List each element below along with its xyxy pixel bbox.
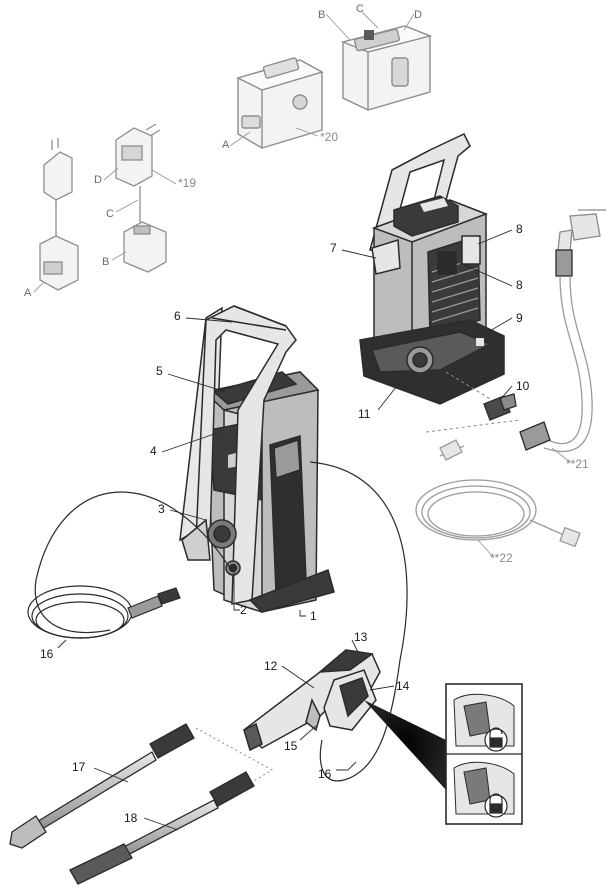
part-label-8-lower: 8 (516, 278, 523, 292)
garden-hose (543, 275, 593, 453)
part-label-9: 9 (516, 311, 523, 325)
connection-dash-1 (425, 419, 521, 433)
part-label-12: 12 (264, 659, 278, 673)
letter-label-c-battery: C (356, 3, 364, 15)
part-label-20: *20 (320, 130, 339, 144)
battery-small (236, 57, 324, 149)
part-label-6: 6 (174, 309, 181, 323)
part-label-22: **22 (490, 551, 513, 565)
padlock-closed-icon (484, 793, 508, 818)
letter-label-b-charger: B (102, 256, 110, 268)
letter-label-a-charger: A (24, 287, 32, 299)
hose-coupling-21 (519, 421, 551, 451)
leader-lines-accessory (33, 11, 571, 559)
part-label-17: 17 (72, 760, 86, 774)
leader-lines (57, 229, 513, 831)
part-label-7: 7 (330, 241, 337, 255)
hose-coil-22 (415, 439, 581, 548)
letter-label-a-battery: A (222, 139, 230, 151)
hose-end-connector (127, 587, 181, 619)
battery-large (340, 25, 433, 111)
part-label-16-left: 16 (40, 647, 54, 661)
part-label-14: 14 (396, 679, 410, 693)
pressure-washer-rear (359, 133, 505, 405)
part-label-8-upper: 8 (516, 222, 523, 236)
letter-label-c-charger: C (106, 208, 114, 220)
part-label-15: 15 (284, 739, 298, 753)
part-label-21: **21 (566, 457, 589, 471)
pressure-washer-front (179, 305, 335, 614)
charger-plug-a (39, 138, 79, 291)
adapter-10 (483, 393, 517, 421)
part-label-1: 1 (310, 609, 317, 623)
padlock-open-icon (484, 727, 508, 752)
part-label-10: 10 (516, 379, 530, 393)
part-label-18: 18 (124, 811, 138, 825)
connection-dash-2 (445, 371, 493, 401)
inset-beam (364, 700, 446, 790)
spray-lance-17 (9, 723, 195, 849)
part-label-11: 11 (358, 407, 371, 421)
part-label-3: 3 (158, 502, 165, 516)
water-tap (555, 209, 606, 277)
letter-label-d-battery: D (414, 9, 422, 21)
lance-connection-dash (195, 727, 274, 783)
letter-label-b-battery: B (318, 9, 326, 21)
lock-inset (445, 683, 523, 825)
part-label-4: 4 (150, 444, 157, 458)
part-label-13: 13 (354, 630, 368, 644)
part-label-16-right: 16 (318, 767, 332, 781)
part-label-19: *19 (178, 176, 197, 190)
part-label-2: 2 (240, 603, 247, 617)
spray-lance-18 (69, 771, 255, 885)
charger-plug-b (115, 123, 167, 273)
letter-label-d-charger: D (94, 174, 102, 186)
part-label-5: 5 (156, 364, 163, 378)
spray-gun (242, 649, 381, 752)
